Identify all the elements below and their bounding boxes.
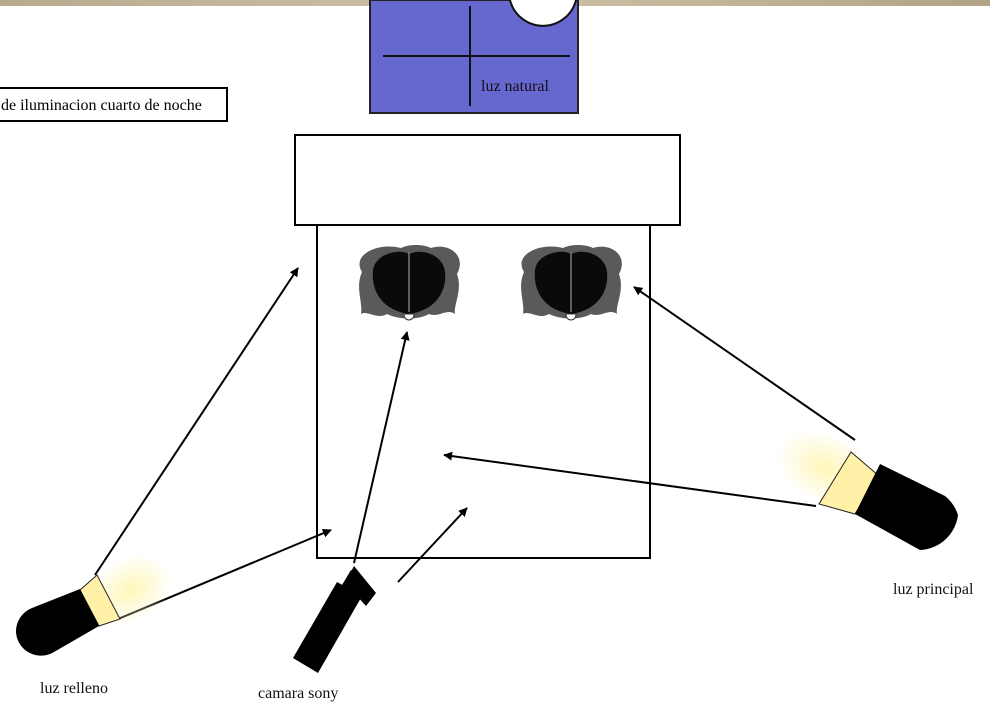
nose-icon <box>565 313 577 321</box>
arrow-icon <box>94 267 299 576</box>
bed-headboard <box>294 134 681 226</box>
lamp-icon <box>855 464 958 550</box>
camera-lens <box>345 566 376 606</box>
nose-icon <box>403 313 415 321</box>
lamp-icon <box>15 589 99 656</box>
camera-icon <box>293 582 362 673</box>
person-head-left <box>359 245 460 321</box>
person-head-right <box>521 245 622 321</box>
bed <box>294 134 681 559</box>
window: luz natural <box>369 0 579 114</box>
arrow-icon <box>443 451 817 507</box>
title-box: de iluminacion cuarto de noche <box>0 87 228 122</box>
key-light-label: luz principal <box>893 581 974 598</box>
page-title: de iluminacion cuarto de noche <box>1 97 202 114</box>
arrow-icon <box>633 286 856 441</box>
key-light: luz principal <box>776 430 974 598</box>
arrow-icon <box>397 507 468 583</box>
fill-light: luz relleno <box>15 554 173 697</box>
moon-icon <box>509 0 577 27</box>
arrow-icon <box>353 331 410 564</box>
camera-label: camara sony <box>258 685 338 702</box>
window-label: luz natural <box>481 78 550 95</box>
title-frame <box>0 87 228 122</box>
fill-light-label: luz relleno <box>40 680 108 697</box>
camera: camara sony <box>258 566 376 702</box>
